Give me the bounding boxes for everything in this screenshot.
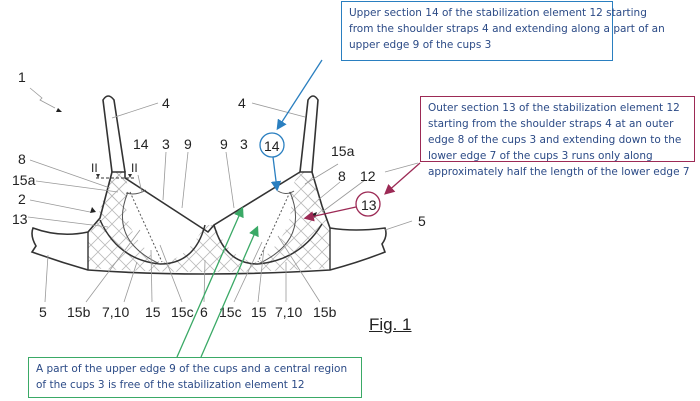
shoulder-strap-left <box>103 96 125 172</box>
arrow-14 <box>273 157 277 189</box>
label-9-left: 9 <box>184 136 192 152</box>
label-bottom: 15 <box>145 304 161 320</box>
label-13-left: 13 <box>12 211 28 227</box>
annotation-line: upper edge 9 of the cups 3 <box>349 37 605 53</box>
annotation-line: edge 8 of the cups 3 and extending down … <box>428 132 687 148</box>
annotation-free-region: A part of the upper edge 9 of the cups a… <box>28 357 362 398</box>
annotation-line: approximately half the length of the low… <box>428 164 687 180</box>
label-bottom: 15c <box>171 304 194 320</box>
label-section-a: II <box>91 161 98 175</box>
label-bottom: 15b <box>313 304 337 320</box>
label-4-left: 4 <box>162 95 170 111</box>
label-8-left: 8 <box>18 151 26 167</box>
annotation-line: Upper section 14 of the stabilization el… <box>349 5 605 21</box>
label-bottom: 7,10 <box>275 304 302 320</box>
label-bottom: 15b <box>67 304 91 320</box>
label-3-right: 3 <box>240 136 248 152</box>
label-15a-right: 15a <box>331 143 355 159</box>
label-4-right: 4 <box>238 95 246 111</box>
label-15a-left: 15a <box>12 172 36 188</box>
annotation-upper-section: Upper section 14 of the stabilization el… <box>341 1 613 61</box>
label-2: 2 <box>18 191 26 207</box>
shoulder-strap-right <box>300 96 318 172</box>
label-14-right: 14 <box>264 138 280 154</box>
annotation-line: Outer section 13 of the stabilization el… <box>428 100 687 116</box>
label-bottom: 15 <box>251 304 267 320</box>
label-5-right: 5 <box>418 213 426 229</box>
label-bottom: 5 <box>39 304 47 320</box>
label-8-right: 8 <box>338 168 346 184</box>
figure-title: Fig. 1 <box>369 315 412 335</box>
label-13-right: 13 <box>361 197 377 213</box>
annotation-line: of the cups 3 is free of the stabilizati… <box>36 377 354 393</box>
label-1: 1 <box>18 69 26 85</box>
annotation-outer-section: Outer section 13 of the stabilization el… <box>420 96 695 162</box>
label-3-left: 3 <box>162 136 170 152</box>
annotation-line: lower edge 7 of the cups 3 runs only alo… <box>428 148 687 164</box>
annotation-line: starting from the shoulder straps 4 at a… <box>428 116 687 132</box>
label-14-left: 14 <box>133 136 149 152</box>
label-section-b: II <box>131 161 138 175</box>
annotation-line: A part of the upper edge 9 of the cups a… <box>36 361 354 377</box>
annotation-line: from the shoulder straps 4 and extending… <box>349 21 605 37</box>
label-9-right: 9 <box>220 136 228 152</box>
label-bottom: 6 <box>200 304 208 320</box>
label-bottom: 7,10 <box>102 304 129 320</box>
label-12: 12 <box>360 168 376 184</box>
